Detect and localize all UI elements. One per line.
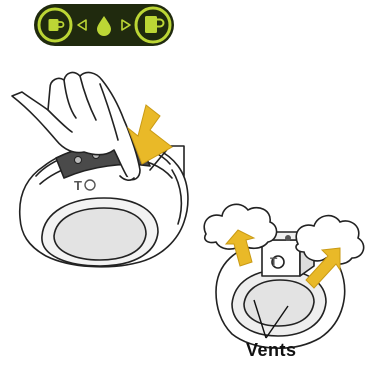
machine-logo: T	[74, 178, 82, 193]
machine-vents-logo: T	[270, 255, 278, 269]
machine-front-view	[20, 143, 188, 267]
vents-label: Vents	[246, 340, 316, 361]
